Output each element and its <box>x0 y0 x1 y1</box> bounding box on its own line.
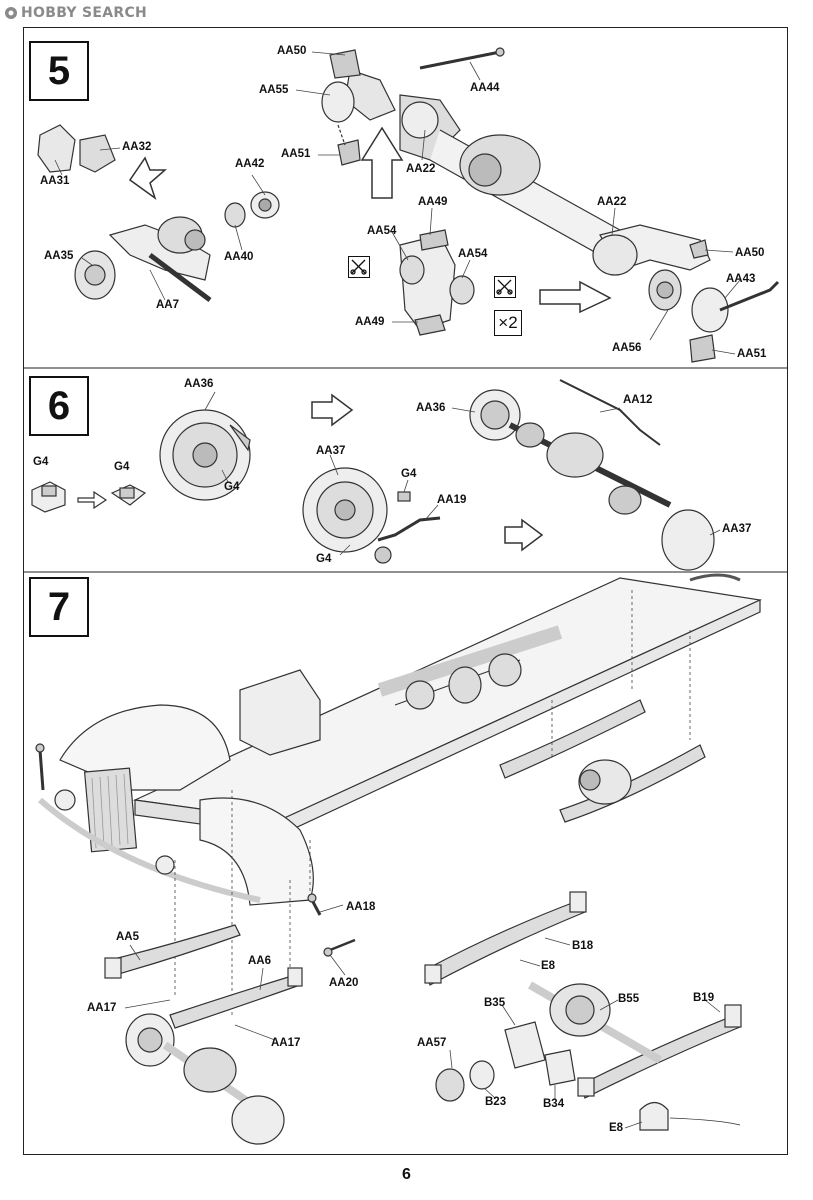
part-label: B35 <box>484 997 506 1009</box>
part-label: AA5 <box>116 931 140 943</box>
part-label: AA54 <box>367 225 397 237</box>
part-label: AA50 <box>277 45 307 57</box>
part-label: AA6 <box>248 955 272 967</box>
part-label: B34 <box>543 1098 565 1110</box>
part-label: AA36 <box>416 402 446 414</box>
part-label: AA57 <box>417 1037 447 1049</box>
cut-icon <box>494 276 516 298</box>
part-label: AA49 <box>355 316 385 328</box>
part-label: AA32 <box>122 141 152 153</box>
part-label: AA22 <box>406 163 436 175</box>
part-label: B18 <box>572 940 594 952</box>
front-axle-assembly-top <box>321 47 631 256</box>
part-label: AA31 <box>40 175 70 187</box>
part-label: AA18 <box>346 901 376 913</box>
brake-drum-left <box>159 409 251 501</box>
watermark: HOBBY SEARCH <box>4 4 147 22</box>
step-number-5: 5 <box>29 41 89 101</box>
part-label: AA42 <box>235 158 265 170</box>
instruction-frame <box>23 27 788 1155</box>
part-label: AA50 <box>735 247 765 259</box>
part-label: AA49 <box>418 196 448 208</box>
part-label: AA55 <box>259 84 289 96</box>
part-label: AA20 <box>329 977 359 989</box>
watermark-text: HOBBY SEARCH <box>21 5 148 21</box>
part-label: E8 <box>609 1122 624 1134</box>
page-number: 6 <box>402 1166 411 1183</box>
part-label: AA22 <box>597 196 627 208</box>
cut-icon <box>348 256 370 278</box>
chassis-frame <box>132 573 763 836</box>
part-label: G4 <box>316 553 332 565</box>
part-label: AA44 <box>470 82 500 94</box>
part-label: AA51 <box>737 348 767 360</box>
step-number-7: 7 <box>29 577 89 637</box>
part-label: AA7 <box>156 299 180 311</box>
part-label: AA56 <box>612 342 642 354</box>
part-label: AA19 <box>437 494 467 506</box>
part-label: AA43 <box>726 273 756 285</box>
part-label: AA35 <box>44 250 74 262</box>
part-label: AA37 <box>722 523 752 535</box>
part-label: AA54 <box>458 248 488 260</box>
part-label: B23 <box>485 1096 507 1108</box>
logo-icon <box>5 7 17 19</box>
part-label: AA51 <box>281 148 311 160</box>
part-label: G4 <box>224 481 240 493</box>
part-label: AA40 <box>224 251 254 263</box>
part-label: AA36 <box>184 378 214 390</box>
part-label: G4 <box>33 456 49 468</box>
part-label: AA12 <box>623 394 653 406</box>
part-label: G4 <box>114 461 130 473</box>
part-label: AA17 <box>87 1002 117 1014</box>
part-label: G4 <box>401 468 417 480</box>
part-label: E8 <box>541 960 556 972</box>
up-arrow-icon <box>360 126 404 199</box>
part-label: B55 <box>618 993 640 1005</box>
part-label: AA17 <box>271 1037 301 1049</box>
part-label: B19 <box>693 992 715 1004</box>
step-number-6: 6 <box>29 376 89 436</box>
quantity-multiplier: ×2 <box>494 310 522 336</box>
part-label: AA37 <box>316 445 346 457</box>
